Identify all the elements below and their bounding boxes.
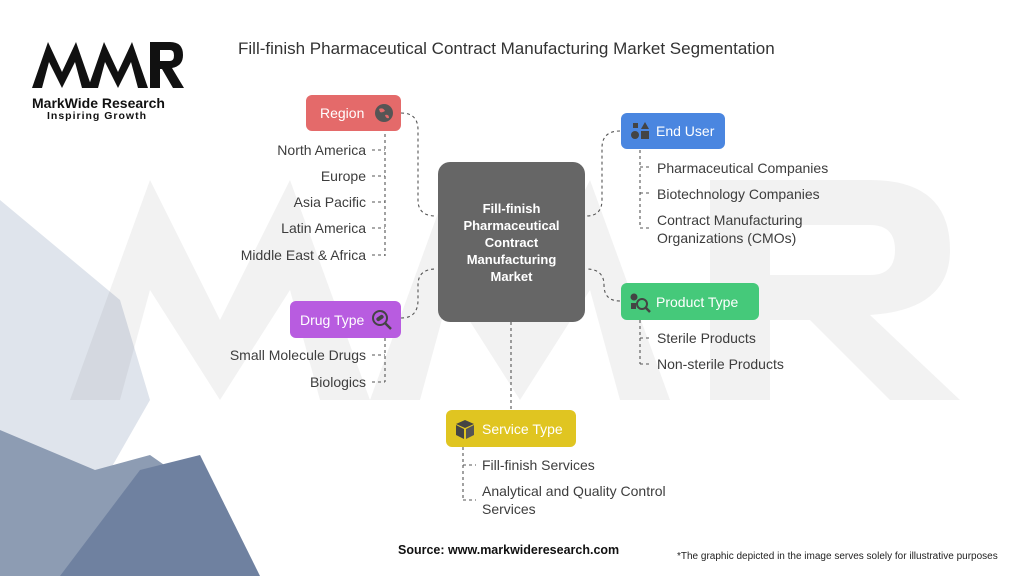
- end-user-item: Pharmaceutical Companies: [657, 160, 829, 176]
- product-type-item: Sterile Products: [657, 330, 756, 346]
- center-node: Fill-finish Pharmaceutical Contract Manu…: [438, 162, 585, 322]
- globe-icon: [373, 102, 395, 124]
- end-user-item: Contract Manufacturing Organizations (CM…: [657, 212, 803, 246]
- pill-search-icon: [371, 309, 393, 331]
- category-label: Product Type: [656, 293, 739, 310]
- region-item: Middle East & Africa: [240, 247, 366, 263]
- service-type-item: Analytical and Quality Control Services: [482, 483, 666, 517]
- category-label: End User: [656, 123, 715, 139]
- box-icon: [454, 418, 476, 440]
- mwr-logo-icon: [32, 42, 184, 88]
- product-type-item: Non-sterile Products: [657, 356, 784, 372]
- category-label: Service Type: [482, 420, 563, 437]
- source-text: Source: www.markwideresearch.com: [398, 543, 620, 557]
- category-product-type: Product Type: [621, 283, 759, 320]
- drug-type-item: Biologics: [309, 374, 366, 390]
- brand-tagline: Inspiring Growth: [47, 110, 147, 122]
- category-label: Region: [320, 105, 365, 121]
- brand-name: MarkWide Research: [32, 95, 165, 111]
- category-end-user: End User: [621, 113, 725, 149]
- region-item: Asia Pacific: [293, 194, 366, 210]
- category-label: Drug Type: [300, 311, 365, 328]
- category-service-type: Service Type: [446, 410, 576, 447]
- region-item: Latin America: [281, 220, 366, 236]
- shapes-icon: [629, 120, 651, 142]
- region-item: North America: [277, 142, 366, 158]
- end-user-item: Biotechnology Companies: [657, 186, 820, 202]
- center-label: Fill-finish Pharmaceutical Contract Manu…: [463, 200, 560, 284]
- disclaimer-note: *The graphic depicted in the image serve…: [677, 551, 998, 562]
- service-type-item: Fill-finish Services: [482, 457, 595, 473]
- category-drug-type: Drug Type: [290, 301, 401, 338]
- product-search-icon: [629, 291, 651, 313]
- page-title: Fill-finish Pharmaceutical Contract Manu…: [238, 39, 775, 58]
- brand-logo: MarkWide Research Inspiring Growth: [30, 40, 190, 122]
- drug-type-item: Small Molecule Drugs: [229, 347, 366, 363]
- category-region: Region: [306, 95, 401, 131]
- region-item: Europe: [320, 168, 366, 184]
